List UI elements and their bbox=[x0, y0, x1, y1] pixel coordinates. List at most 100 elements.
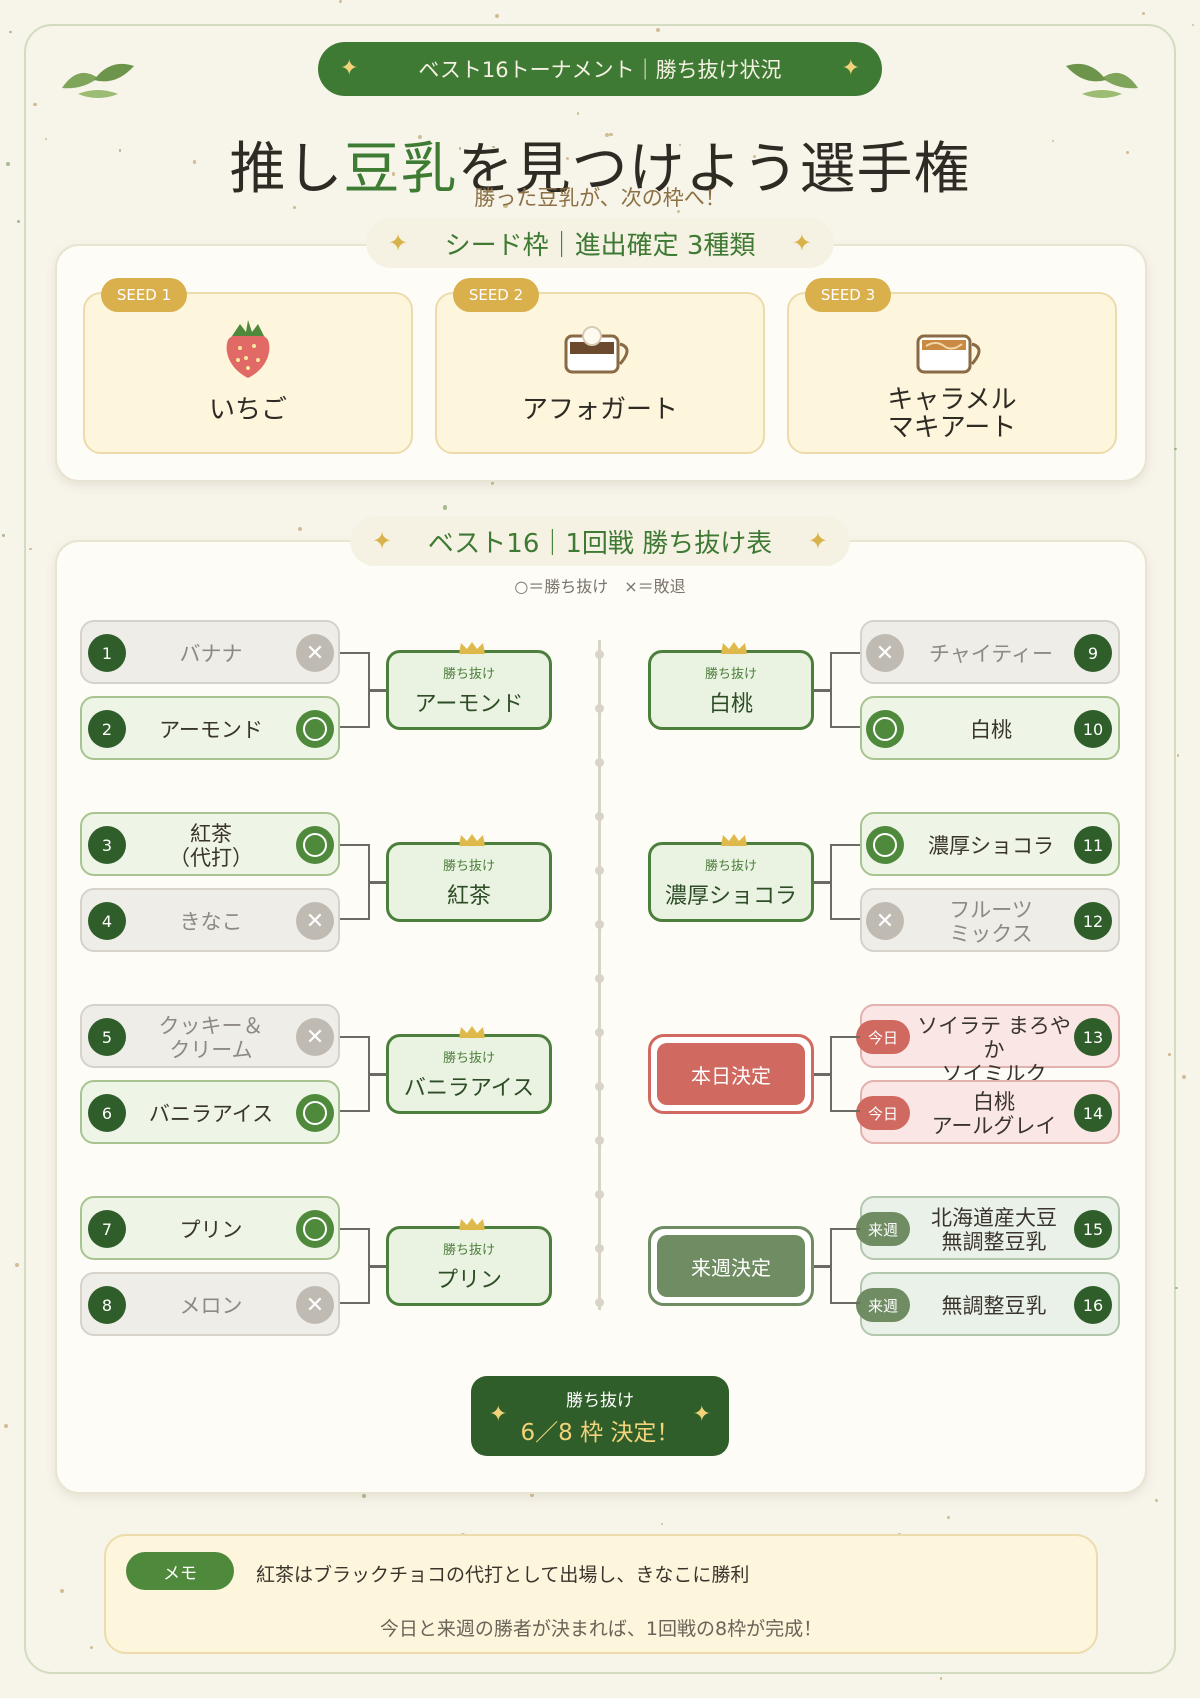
winner-label: 勝ち抜け bbox=[704, 858, 757, 874]
seed-card-3: SEED 3 キャラメルマキアート bbox=[787, 278, 1117, 454]
seed-card-2: SEED 2 アフォガート bbox=[435, 278, 765, 454]
crown-icon bbox=[459, 1026, 485, 1038]
seed-number-badge: 4 bbox=[88, 902, 126, 940]
entry-name: ソイラテ まろやかソイミルク bbox=[917, 1014, 1071, 1086]
lose-cross-icon: ✕ bbox=[866, 634, 904, 672]
crown-icon bbox=[721, 834, 747, 846]
bracket-connector bbox=[370, 1073, 386, 1076]
crown-icon bbox=[459, 1218, 485, 1230]
speck-dot bbox=[292, 206, 296, 210]
bracket-entry[interactable]: 4 ✕ きなこ bbox=[80, 888, 340, 952]
entry-name: バナナ bbox=[179, 642, 243, 666]
schedule-tag: 今日 bbox=[856, 1096, 910, 1130]
win-circle-icon bbox=[866, 826, 904, 864]
bracket-entry[interactable]: 12✕フルーツミックス bbox=[860, 888, 1120, 952]
speck-dot bbox=[44, 138, 47, 141]
pending-decision-box: 本日決定 bbox=[648, 1034, 814, 1114]
speck-dot bbox=[1181, 1074, 1187, 1079]
seed-number-badge: 11 bbox=[1074, 826, 1112, 864]
bracket-connector bbox=[340, 1228, 370, 1304]
speck-dot bbox=[526, 151, 532, 156]
speck-dot bbox=[338, 0, 342, 4]
speck-dot bbox=[677, 209, 681, 213]
speck-dot bbox=[604, 132, 609, 138]
seed-name: キャラメルマキアート bbox=[887, 385, 1017, 443]
bracket-entry[interactable]: 5✕クッキー＆クリーム bbox=[80, 1004, 340, 1068]
bracket-entry[interactable]: 7 プリン bbox=[80, 1196, 340, 1260]
seed-number-badge: 8 bbox=[88, 1286, 126, 1324]
entry-name: アーモンド bbox=[159, 718, 263, 742]
seed-number-badge: 5 bbox=[88, 1018, 126, 1056]
speck-dot bbox=[9, 30, 12, 34]
seed-number-badge: 13 bbox=[1074, 1018, 1112, 1056]
speck-dot bbox=[118, 149, 122, 153]
divider-dot bbox=[595, 866, 604, 875]
bracket-connector bbox=[370, 689, 386, 692]
seed-number-badge: 9 bbox=[1074, 634, 1112, 672]
sparkle-icon: ✦ bbox=[807, 527, 828, 555]
speck-dot bbox=[192, 160, 197, 164]
bracket-entry[interactable]: 1✕バナナ bbox=[80, 620, 340, 684]
entry-name: きなこ bbox=[179, 910, 243, 934]
lose-cross-icon: ✕ bbox=[296, 902, 334, 940]
memo-box: メモ 紅茶はブラックチョコの代打として出場し、きなこに勝利 今日と来週の勝者が決… bbox=[104, 1534, 1098, 1654]
divider-dot bbox=[595, 1082, 604, 1091]
seed-number-badge: 10 bbox=[1074, 710, 1112, 748]
entry-name: フルーツミックス bbox=[949, 898, 1033, 946]
divider-dot bbox=[595, 1244, 604, 1253]
winner-name: プリン bbox=[435, 1267, 502, 1293]
speck-dot bbox=[566, 156, 570, 160]
speck-dot bbox=[495, 14, 499, 19]
affogato-cup-icon bbox=[564, 326, 629, 374]
pending-decision-box: 来週決定 bbox=[648, 1226, 814, 1306]
bracket-connector bbox=[814, 1265, 830, 1268]
bracket-entry[interactable]: 8✕メロン bbox=[80, 1272, 340, 1336]
winner-box: 勝ち抜け白桃 bbox=[648, 642, 814, 730]
memo-line-1: 紅茶はブラックチョコの代打として出場し、きなこに勝利 bbox=[256, 1564, 750, 1586]
winner-name: アーモンド bbox=[414, 691, 524, 717]
winner-name: 紅茶 bbox=[446, 883, 491, 909]
seed-name: いちご bbox=[208, 395, 287, 425]
bracket-entry[interactable]: 9✕チャイティー bbox=[860, 620, 1120, 684]
speck-dot bbox=[530, 1493, 534, 1497]
seed-heading: ✦ シード枠｜進出確定 3種類 ✦ bbox=[366, 218, 834, 268]
speck-dot bbox=[940, 1677, 943, 1680]
divider-dot bbox=[595, 1190, 604, 1199]
speck-dot bbox=[503, 203, 508, 208]
pending-decision-label: 本日決定 bbox=[657, 1043, 805, 1105]
bracket-connector bbox=[340, 1036, 370, 1112]
seed-card-1: SEED 1 いちご bbox=[83, 278, 413, 454]
bracket-connector bbox=[830, 652, 860, 728]
seed-number-badge: 3 bbox=[88, 826, 126, 864]
crown-icon bbox=[721, 642, 747, 654]
bracket-entry[interactable]: 10 白桃 bbox=[860, 696, 1120, 760]
sparkle-icon: ✦ bbox=[841, 56, 860, 81]
speck-dot bbox=[1175, 1286, 1178, 1290]
speck-dot bbox=[1126, 151, 1129, 155]
winner-box: 勝ち抜けアーモンド bbox=[386, 642, 552, 730]
speck-dot bbox=[90, 1645, 94, 1650]
win-circle-icon bbox=[296, 826, 334, 864]
schedule-tag: 来週 bbox=[856, 1212, 910, 1246]
speck-dot bbox=[1154, 1499, 1158, 1503]
entry-name: 白桃 bbox=[970, 718, 1012, 742]
seed-number-badge: 6 bbox=[88, 1094, 126, 1132]
divider-dot bbox=[595, 974, 604, 983]
seed-number-badge: 1 bbox=[88, 634, 126, 672]
entry-name: プリン bbox=[179, 1218, 243, 1242]
win-circle-icon bbox=[296, 1094, 334, 1132]
divider-dot bbox=[595, 704, 604, 713]
win-circle-icon bbox=[866, 710, 904, 748]
speck-dot bbox=[609, 132, 613, 137]
seed-tag: SEED 1 bbox=[101, 278, 187, 312]
seed-number-badge: 7 bbox=[88, 1210, 126, 1248]
crown-icon bbox=[459, 642, 485, 654]
